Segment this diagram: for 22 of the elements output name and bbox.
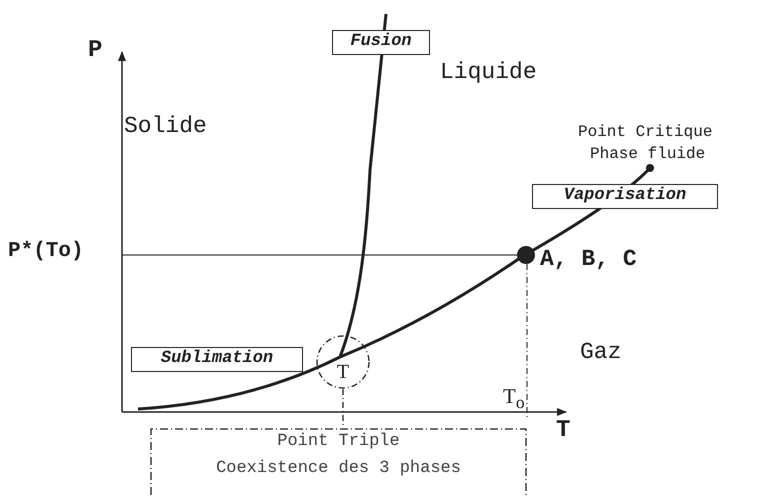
curve-label: Vaporisation xyxy=(562,185,688,207)
curve-label-box xyxy=(532,184,718,209)
triple-point-circle xyxy=(316,335,370,389)
note-heading: Point Triple xyxy=(276,431,401,453)
curve-label-box xyxy=(131,347,303,372)
axis-value-label: P*(To) xyxy=(8,240,84,264)
axis-label: P xyxy=(88,38,102,64)
point-label: A, B, C xyxy=(540,247,637,272)
axis-label: T xyxy=(556,418,570,444)
note-text: Coexistence des 3 phases xyxy=(215,458,462,480)
annotation-text: Point Critique xyxy=(578,124,712,142)
curve-label: Fusion xyxy=(349,31,413,53)
curve-label-box xyxy=(332,30,430,55)
region-label: Solide xyxy=(124,114,207,140)
annotation-box xyxy=(150,428,527,497)
region-label: Gaz xyxy=(580,340,622,366)
axis-value-label: T$_{o}$ xyxy=(503,385,525,412)
annotation-text: Phase fluide xyxy=(590,146,706,164)
curve-label: Sublimation xyxy=(160,348,274,370)
point-label: T xyxy=(336,362,350,382)
region-label: Liquide xyxy=(440,60,537,86)
connector-line xyxy=(342,389,344,428)
